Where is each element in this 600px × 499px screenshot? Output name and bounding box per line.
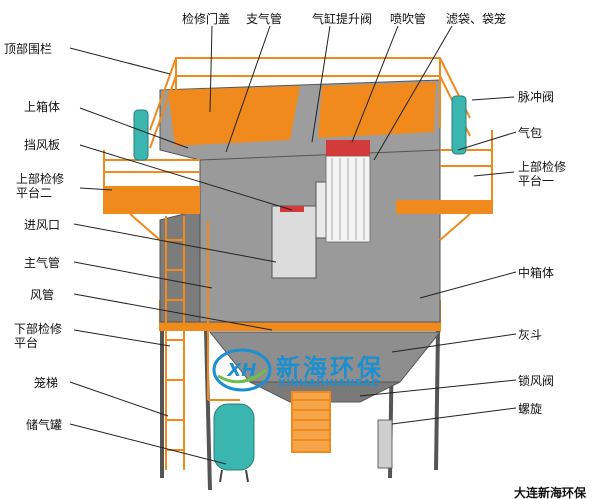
label-main-pipe: 主气管	[24, 256, 61, 270]
upper-platform-two	[103, 150, 200, 241]
label-cylinder-valve: 气缸提升阀	[312, 12, 373, 26]
label-pulse-valve: 脉冲阀	[518, 90, 555, 104]
label-upper-platform-2: 上部检修 平台二	[16, 172, 65, 200]
label-top-rail: 顶部围栏	[4, 42, 53, 56]
main-air-pipe	[207, 220, 240, 401]
label-cage-ladder: 笼梯	[34, 376, 59, 390]
label-air-duct: 风管	[30, 288, 55, 302]
logo-name-cn: 新海环保	[276, 354, 384, 382]
air-storage-tank	[213, 403, 255, 483]
watermark-logo: XH 新海环保 XINHAIHUANBAO	[212, 346, 398, 396]
label-air-tank: 储气罐	[26, 418, 63, 432]
label-lower-platform: 下部检修 平台	[14, 322, 63, 350]
label-baffle: 挡风板	[24, 138, 61, 152]
pulse-valves	[133, 95, 467, 161]
label-screw: 螺旋	[518, 402, 543, 416]
label-upper-box: 上箱体	[24, 100, 61, 114]
upper-box	[159, 79, 441, 161]
cage-ladder	[165, 216, 185, 470]
stairs	[291, 391, 331, 453]
brand-caption: 大连新海环保	[514, 486, 587, 499]
leader-lines	[69, 25, 517, 465]
screw-conveyor	[377, 419, 393, 469]
filter-bags	[325, 140, 371, 243]
logo-name-en: XINHAIHUANBAO	[278, 378, 381, 389]
label-upper-platform-1: 上部检修 平台一	[518, 160, 567, 188]
logo-mark-text: XH	[227, 360, 257, 381]
label-lock-valve: 锁风阀	[518, 374, 555, 388]
logo-mark-icon: XH	[212, 348, 272, 392]
label-blow-pipe: 喷吹管	[390, 12, 427, 26]
label-branch-pipe: 支气管	[246, 12, 283, 26]
upper-platform-one	[396, 130, 493, 241]
label-middle-box: 中箱体	[518, 266, 555, 280]
label-ash-hopper: 灰斗	[518, 328, 543, 342]
label-inspection-door: 检修门盖	[182, 12, 231, 26]
label-air-bag: 气包	[518, 126, 543, 140]
label-air-inlet: 进风口	[24, 218, 61, 232]
label-filter-bag: 滤袋、袋笼	[446, 12, 507, 26]
